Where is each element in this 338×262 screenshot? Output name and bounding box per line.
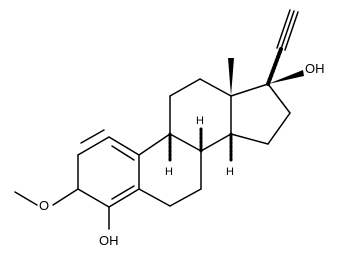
oh-17-label: OH <box>305 61 325 76</box>
h-14-label: H <box>226 166 234 178</box>
ring-b <box>138 133 202 207</box>
methyl-wedge <box>228 58 234 96</box>
methoxy-o-label: O <box>39 198 49 213</box>
oh-4-label: OH <box>99 233 119 248</box>
ring-d <box>230 83 291 145</box>
methoxy-group <box>14 188 79 206</box>
h-9-label: H <box>165 166 173 178</box>
ring-c <box>169 78 232 152</box>
triple-bond <box>276 9 299 51</box>
ethynyl-hash <box>266 47 283 86</box>
ring-a <box>77 129 140 208</box>
oh-wedge-17 <box>268 70 304 84</box>
h-8-label: H <box>196 115 204 127</box>
